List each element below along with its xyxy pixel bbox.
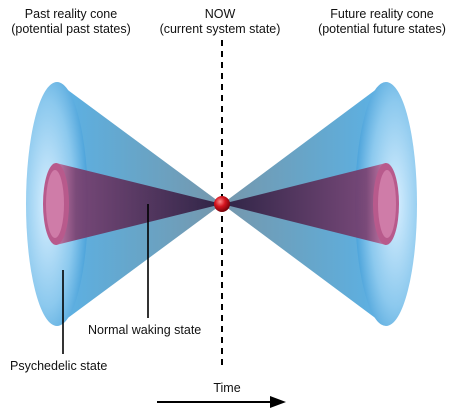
psychedelic-state-label: Psychedelic state bbox=[10, 359, 108, 373]
time-arrow bbox=[157, 396, 286, 408]
now-point bbox=[214, 196, 230, 212]
future-cone-title: Future reality cone bbox=[330, 7, 434, 21]
future-cone-subtitle: (potential future states) bbox=[318, 22, 446, 36]
now-title: NOW bbox=[204, 7, 236, 21]
future-inner-cone bbox=[222, 163, 399, 245]
future-cone-label: Future reality cone (potential future st… bbox=[312, 7, 452, 37]
now-subtitle: (current system state) bbox=[159, 22, 281, 36]
now-label: NOW (current system state) bbox=[151, 7, 289, 37]
past-cone-label: Past reality cone (potential past states… bbox=[4, 7, 138, 37]
time-label: Time bbox=[213, 381, 241, 395]
past-inner-cone bbox=[43, 163, 222, 245]
normal-waking-state-label: Normal waking state bbox=[88, 323, 202, 337]
past-cone-title: Past reality cone bbox=[24, 7, 118, 21]
past-cone-subtitle: (potential past states) bbox=[11, 22, 131, 36]
